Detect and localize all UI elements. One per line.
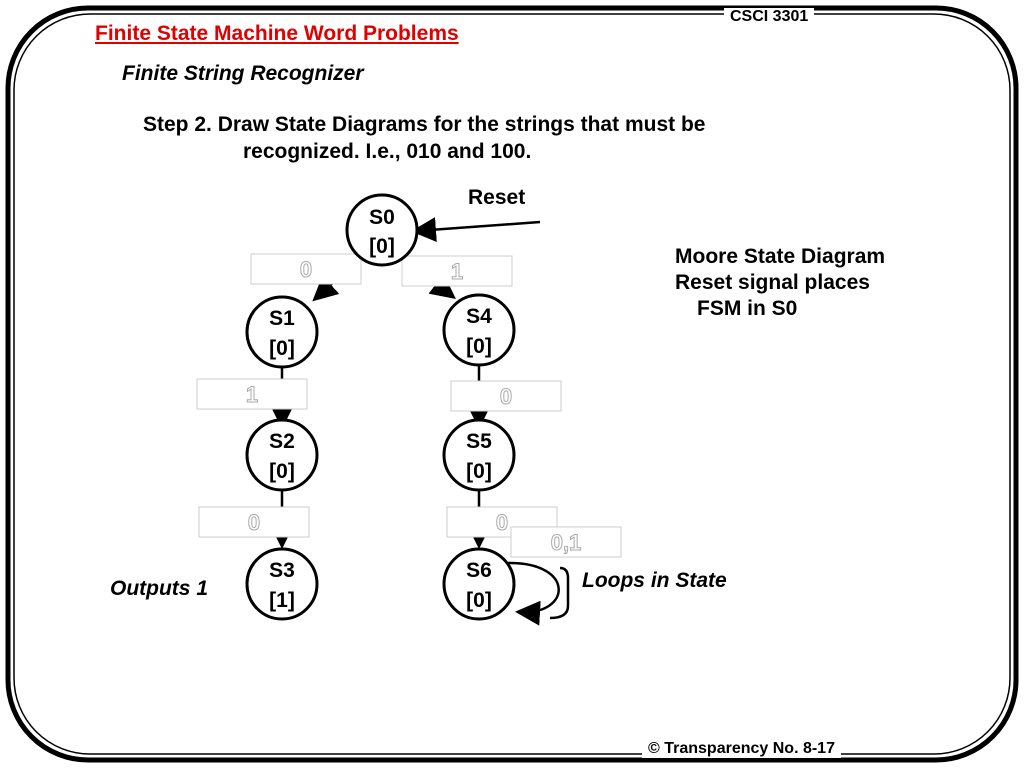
svg-text:0: 0 — [300, 257, 312, 282]
note-line3: FSM in S0 — [697, 297, 798, 320]
svg-text:[0]: [0] — [466, 335, 492, 358]
state-s5: S5 [0] — [442, 418, 516, 492]
state-s2: S2 [0] — [245, 418, 319, 492]
loops-label: Loops in State — [582, 569, 727, 592]
slide-footer: © Transparency No. 8-17 — [642, 740, 841, 758]
svg-text:[0]: [0] — [269, 337, 295, 360]
svg-text:S2: S2 — [269, 430, 295, 453]
svg-text:S6: S6 — [466, 559, 492, 582]
svg-text:S1: S1 — [269, 307, 295, 330]
state-s1: S1 [0] — [245, 295, 319, 369]
reset-arrow — [411, 217, 541, 243]
svg-text:[0]: [0] — [466, 589, 492, 612]
reset-label: Reset — [468, 186, 526, 209]
svg-text:S4: S4 — [466, 305, 492, 328]
course-label: CSCI 3301 — [724, 8, 815, 26]
loop-bracket — [549, 566, 570, 620]
note-line2: Reset signal places — [675, 271, 870, 294]
step-text-line1: Step 2. Draw State Diagrams for the stri… — [143, 113, 706, 136]
state-s6: S6 [0] — [442, 547, 516, 621]
svg-text:S3: S3 — [269, 559, 295, 582]
slide-subtitle: Finite String Recognizer — [122, 62, 364, 85]
svg-text:S0: S0 — [369, 206, 395, 229]
svg-text:1: 1 — [246, 382, 258, 407]
outputs-label: Outputs 1 — [110, 577, 208, 600]
state-s3: S3 [1] — [245, 547, 319, 621]
state-s0: S0 [0] — [345, 193, 419, 267]
edge-label-s4-s5: 0 — [450, 380, 562, 412]
note-line1: Moore State Diagram — [675, 245, 886, 268]
edge-label-s0-s1: 0 — [250, 253, 362, 285]
svg-text:[0]: [0] — [369, 235, 395, 258]
edge-label-s1-s2: 1 — [196, 378, 308, 410]
svg-text:[1]: [1] — [269, 589, 295, 612]
svg-text:0: 0 — [496, 510, 508, 535]
state-s4: S4 [0] — [442, 293, 516, 367]
svg-text:0: 0 — [248, 510, 260, 535]
svg-text:[0]: [0] — [269, 460, 295, 483]
step-text-line2: recognized. I.e., 010 and 100. — [243, 140, 532, 163]
edge-s6-self-loop — [507, 561, 560, 626]
edge-label-s2-s3: 0 — [198, 506, 310, 538]
svg-text:[0]: [0] — [466, 460, 492, 483]
svg-text:0: 0 — [500, 384, 512, 409]
edge-label-s6-self: 0,1 — [510, 526, 622, 558]
svg-text:0,1: 0,1 — [551, 530, 582, 555]
slide-title: Finite State Machine Word Problems — [95, 22, 459, 45]
edge-label-s0-s4: 1 — [401, 255, 513, 287]
svg-text:S5: S5 — [466, 430, 492, 453]
svg-text:1: 1 — [451, 259, 463, 284]
